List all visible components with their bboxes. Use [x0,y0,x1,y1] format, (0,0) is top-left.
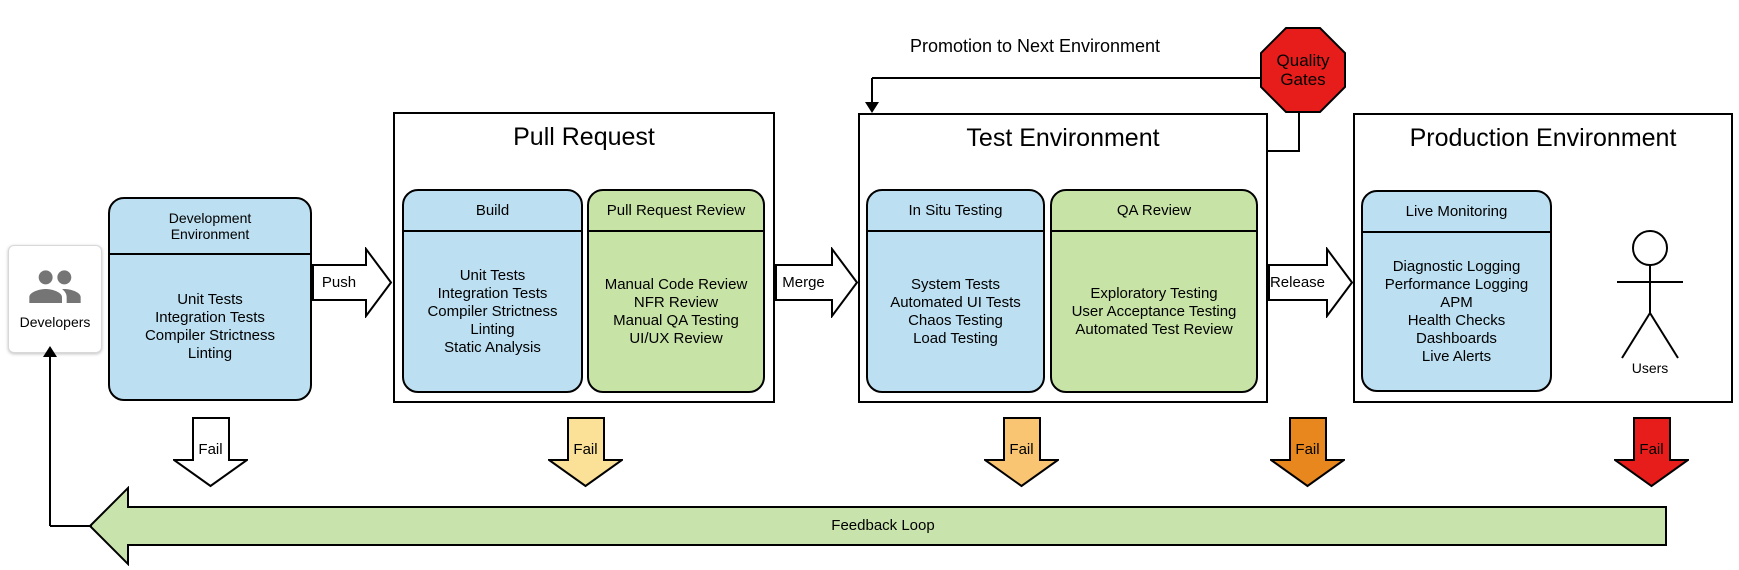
promotion-label: Promotion to Next Environment [909,36,1161,56]
quality-gates-label: Quality Gates [1276,51,1330,89]
list-item: Unit Tests [177,291,243,308]
merge-label: Merge [782,274,825,291]
fail-label-dev: Fail [198,441,223,458]
qa-review-title: QA Review [1052,191,1256,232]
feedback-return-arrowhead-icon [43,346,57,357]
feedback-return-line-horizontal [50,525,92,527]
list-item: Integration Tests [437,284,548,302]
fail-label-production: Fail [1295,441,1320,458]
feedback-return-line-vertical [49,357,51,526]
pull-request-review-items: Manual Code Review NFR Review Manual QA … [589,232,763,391]
list-item: Unit Tests [459,266,526,284]
quality-gates-connector-vertical [1298,112,1300,152]
promotion-line-vertical [871,78,873,103]
pull-request-review-title: Pull Request Review [589,191,763,232]
list-item: User Acceptance Testing [1071,302,1237,320]
qa-review-node: QA Review Exploratory Testing User Accep… [1050,189,1258,393]
development-environment-title: Development Environment [168,210,252,242]
list-item: Compiler Strictness [144,327,276,344]
quality-gates-node: Quality Gates [1260,27,1346,113]
fail-label-test: Fail [1009,441,1034,458]
developers-card: Developers [8,245,102,353]
release-arrow-icon [1268,247,1354,318]
fail-arrow-users-icon [1614,417,1689,488]
list-item: APM [1440,293,1473,311]
list-item: Automated UI Tests [890,293,1021,311]
list-item: Exploratory Testing [1090,284,1218,302]
promotion-arrowhead-icon [865,102,879,113]
pull-request-review-node: Pull Request Review Manual Code Review N… [587,189,765,393]
list-item: UI/UX Review [629,329,723,347]
quality-gates-connector-horizontal [1268,150,1300,152]
live-monitoring-title: Live Monitoring [1363,192,1550,233]
developers-label: Developers [19,314,91,330]
fail-label-pull-request: Fail [573,441,598,458]
build-items: Unit Tests Integration Tests Compiler St… [404,232,581,391]
fail-label-users: Fail [1639,441,1664,458]
list-item: Static Analysis [444,338,541,356]
push-label: Push [321,274,357,291]
users-label: Users [1631,360,1669,376]
in-situ-testing-title: In Situ Testing [868,191,1043,232]
list-item: Diagnostic Logging [1392,257,1521,275]
fail-arrow-pull-request-icon [548,417,623,488]
list-item: Integration Tests [155,309,265,326]
in-situ-testing-node: In Situ Testing System Tests Automated U… [866,189,1045,393]
release-label: Release [1269,274,1326,291]
qa-review-items: Exploratory Testing User Acceptance Test… [1052,232,1256,391]
list-item: Linting [187,345,233,362]
fail-arrow-production-icon [1270,417,1345,488]
users-stick-figure-icon [1617,230,1683,359]
list-item: Load Testing [913,329,998,347]
merge-arrow-icon [775,247,859,318]
list-item: NFR Review [633,293,719,311]
in-situ-testing-items: System Tests Automated UI Tests Chaos Te… [868,232,1043,391]
list-item: Performance Logging [1384,275,1529,293]
build-title: Build [404,191,581,232]
test-environment-title: Test Environment [966,124,1160,152]
list-item: Chaos Testing [908,311,1003,329]
feedback-loop-arrow-icon [88,486,1667,566]
live-monitoring-items: Diagnostic Logging Performance Logging A… [1363,233,1550,390]
live-monitoring-node: Live Monitoring Diagnostic Logging Perfo… [1361,190,1552,392]
list-item: Manual Code Review [604,275,748,293]
development-environment-items: Unit Tests Integration Tests Compiler St… [110,255,310,399]
list-item: Linting [470,320,515,338]
fail-arrow-test-icon [984,417,1059,488]
pull-request-title: Pull Request [513,123,655,151]
feedback-loop-label: Feedback Loop [831,517,935,534]
push-arrow-icon [312,247,393,318]
stop-octagon-icon [1260,27,1346,113]
list-item: System Tests [911,275,1000,293]
production-environment-title: Production Environment [1409,124,1677,152]
promotion-line-horizontal [872,77,1264,79]
list-item: Compiler Strictness [427,302,558,320]
list-item: Dashboards [1416,329,1497,347]
build-node: Build Unit Tests Integration Tests Compi… [402,189,583,393]
list-item: Automated Test Review [1075,320,1233,338]
list-item: Manual QA Testing [613,311,739,329]
list-item: Live Alerts [1421,347,1492,365]
development-environment-node: Development Environment Unit Tests Integ… [108,197,312,401]
developers-people-icon [29,270,81,303]
fail-arrow-dev-icon [173,417,248,488]
list-item: Health Checks [1407,311,1506,329]
